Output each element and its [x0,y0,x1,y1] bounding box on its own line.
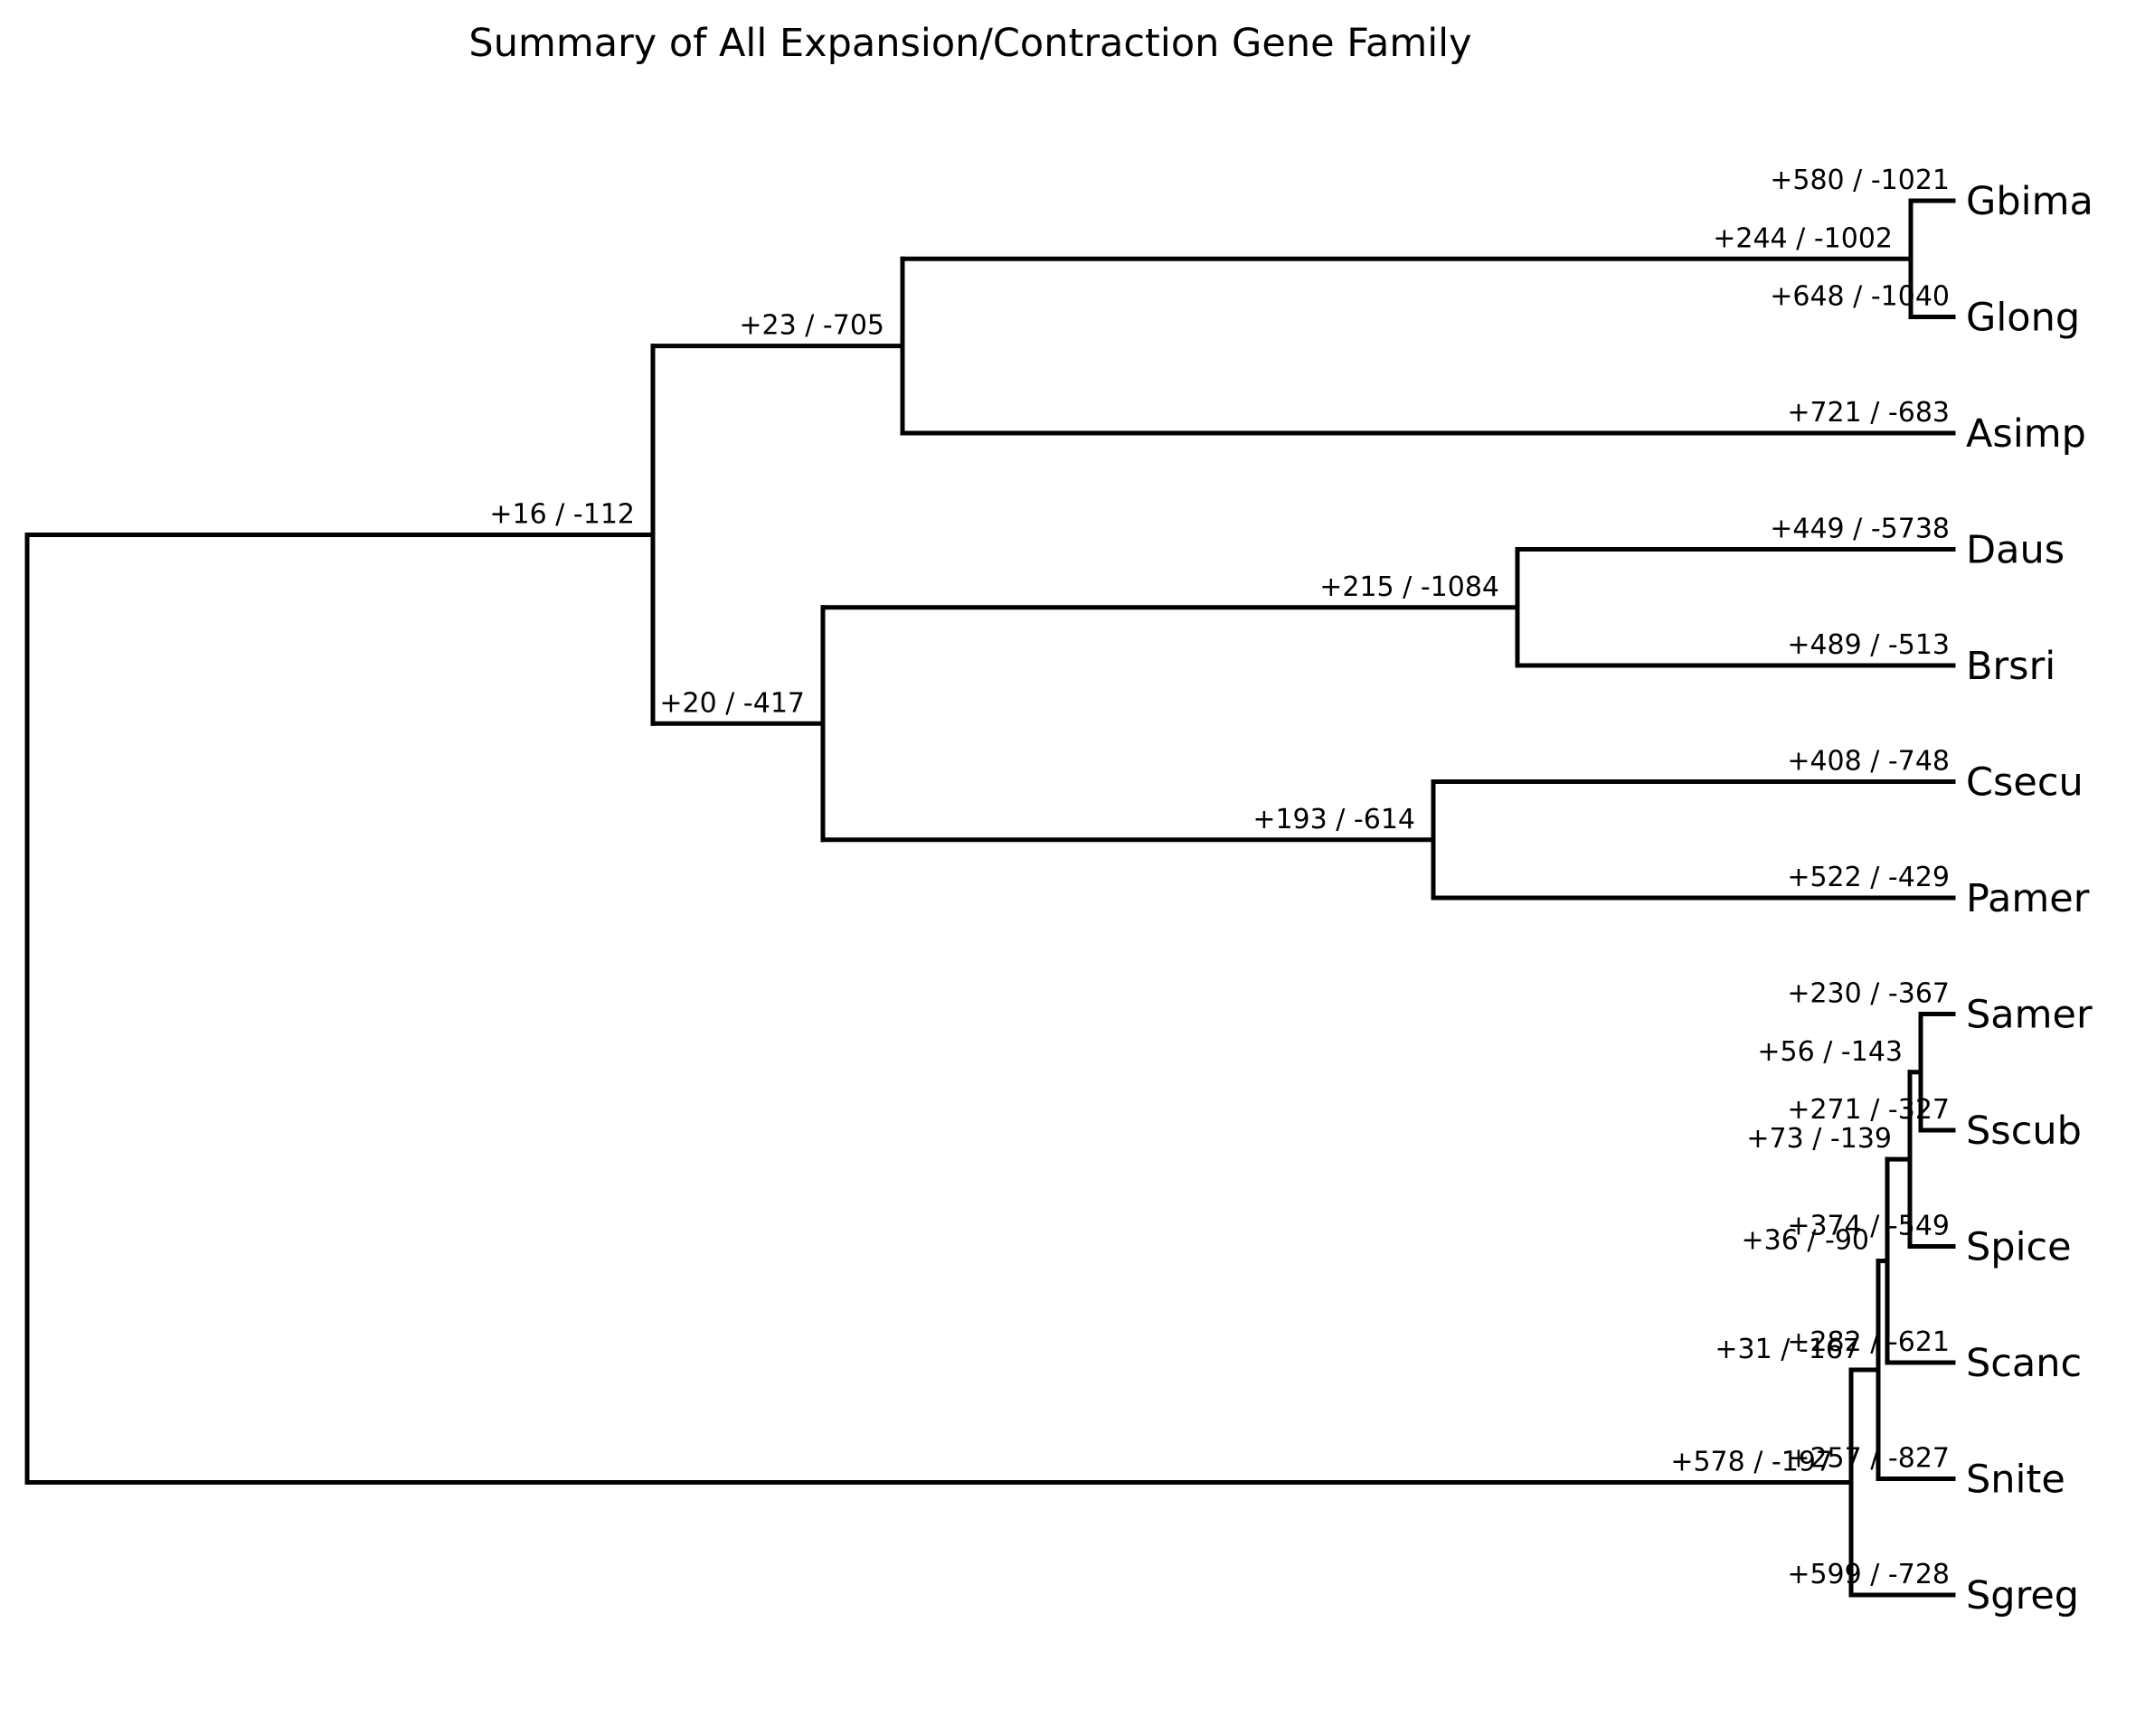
branch-label-clade-samer-scanc: +36 / -90 [1742,1225,1870,1257]
branch-label-brsri: +489 / -513 [1787,629,1950,661]
branch-label-clade-samer-spice: +73 / -139 [1746,1123,1892,1155]
tip-name-asimp: Asimp [1966,411,2086,457]
branch-label-sgreg: +599 / -728 [1787,1559,1950,1590]
branch-label-clade-gbima-pamer: +16 / -112 [489,498,635,530]
tree-labels: +16 / -112 +23 / -705 +244 / -1002 +580 / -… [489,165,2093,1618]
branch-label-clade-csecu-pamer: +193 / -614 [1252,804,1415,835]
branch-label-glong: +648 / -1040 [1770,281,1950,313]
page-title: Summary of All Expansion/Contraction Gen… [468,21,1471,66]
tip-name-pamer: Pamer [1966,876,2090,921]
branch-label-clade-samer-sgreg: +578 / -197 [1670,1447,1833,1478]
tip-name-gbima: Gbima [1966,179,2093,224]
branch-label-csecu: +408 / -748 [1787,746,1950,778]
branch-label-scanc: +282 / -621 [1787,1326,1950,1358]
branch-label-samer: +230 / -367 [1787,978,1950,1010]
tip-name-glong: Glong [1966,296,2080,341]
tip-name-sgreg: Sgreg [1966,1573,2079,1618]
branch-label-asimp: +721 / -683 [1787,397,1950,429]
tip-name-samer: Samer [1966,993,2093,1038]
branch-label-clade-samer-snite: +31 / -167 [1715,1334,1860,1365]
tip-name-brsri: Brsri [1966,644,2055,689]
tip-name-scanc: Scanc [1966,1341,2082,1386]
tip-name-sscub: Sscub [1966,1109,2082,1154]
tip-name-csecu: Csecu [1966,760,2084,806]
branch-label-pamer: +522 / -429 [1787,862,1950,893]
branch-label-spice: +374 / -549 [1787,1211,1950,1242]
tree-branches [24,198,1956,1598]
branch-label-clade-daus-brsri: +215 / -1084 [1319,571,1499,603]
branch-label-daus: +449 / -5738 [1770,514,1950,545]
branch-label-clade-gbima-glong: +244 / -1002 [1713,222,1893,254]
branch-label-clade-daus-pamer: +20 / -417 [659,687,805,719]
branch-label-snite: +257 / -827 [1787,1443,1950,1475]
tip-name-daus: Daus [1966,528,2065,573]
branch-label-clade-gbima-asimp: +23 / -705 [739,310,884,342]
tip-name-snite: Snite [1966,1458,2065,1503]
branch-label-clade-samer-sscub: +56 / -143 [1757,1036,1903,1068]
branch-label-sscub: +271 / -327 [1787,1094,1950,1126]
branch-label-gbima: +580 / -1021 [1770,165,1950,196]
tip-name-spice: Spice [1966,1225,2072,1270]
